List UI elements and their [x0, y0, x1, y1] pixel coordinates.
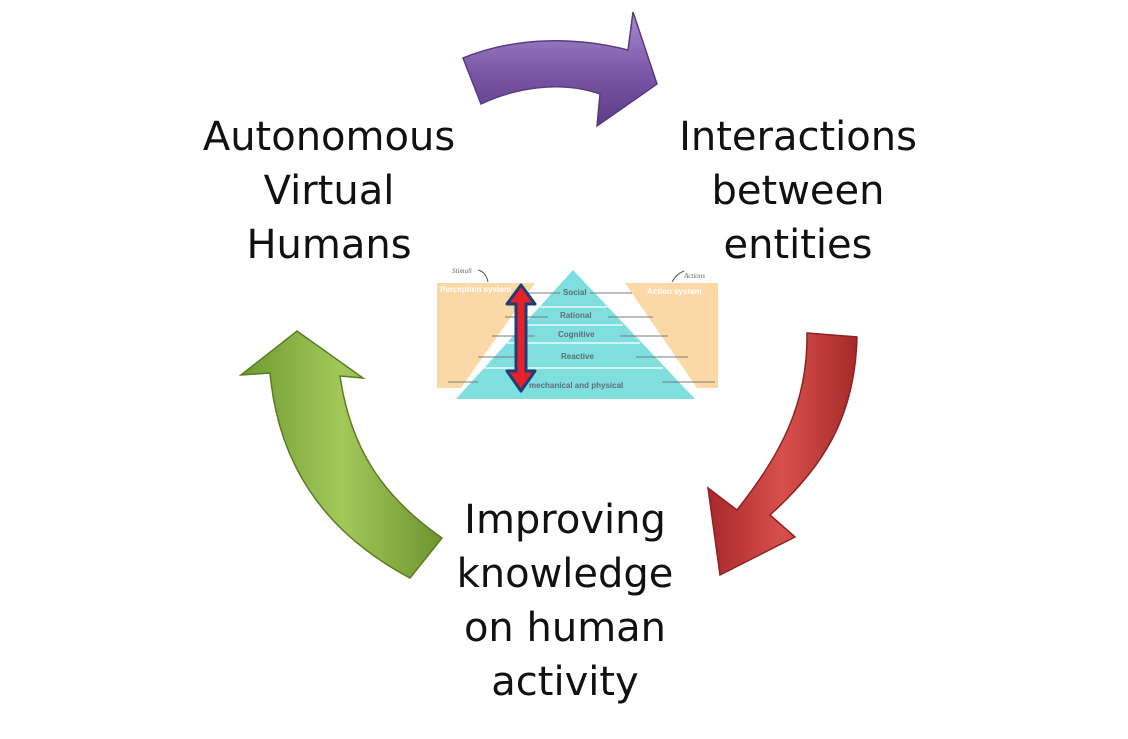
layer-double-arrow — [505, 283, 537, 393]
node-label-line: Humans — [246, 222, 412, 268]
node-label-line: Improving — [464, 497, 666, 543]
node-interactions-between-entities: Interactions between entities — [655, 110, 941, 272]
node-label-line: knowledge — [456, 551, 674, 597]
node-label-line: Interactions — [679, 114, 917, 160]
node-label-line: entities — [723, 222, 873, 268]
node-autonomous-virtual-humans: Autonomous Virtual Humans — [188, 110, 470, 272]
action-system-label: Action system — [647, 287, 702, 296]
architecture-figure: Stimuli Actions Perception system Action… — [437, 267, 718, 399]
node-label-line: between — [711, 168, 885, 214]
node-label-line: Virtual — [263, 168, 395, 214]
cycle-arrow-purple — [462, 11, 658, 128]
perception-system-label: Perception system — [440, 285, 511, 294]
layer-reactive-label: Reactive — [561, 352, 594, 361]
layer-rational-label: Rational — [560, 311, 592, 320]
perception-panel — [437, 283, 535, 388]
layer-cognitive-label: Cognitive — [558, 330, 595, 339]
layer-social-label: Social — [563, 288, 587, 297]
cycle-arrow-green — [238, 330, 444, 579]
actions-label: Actions — [683, 272, 705, 280]
action-panel — [625, 283, 718, 388]
node-improving-knowledge: Improving knowledge on human activity — [420, 493, 710, 709]
node-label-line: on human — [463, 605, 667, 651]
cycle-arrow-red — [707, 332, 858, 577]
layer-mechanical-label: mechanical and physical — [529, 381, 623, 390]
node-label-line: activity — [491, 659, 639, 705]
stimuli-label: Stimuli — [452, 267, 472, 275]
node-label-line: Autonomous — [202, 114, 456, 160]
